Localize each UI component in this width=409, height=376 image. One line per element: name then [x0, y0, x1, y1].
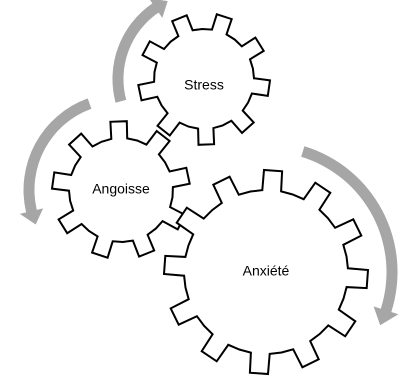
cycle-arrow-left: [19, 98, 92, 225]
cycle-arrow-right: [301, 146, 399, 326]
gear-label-stress: Stress: [184, 77, 224, 93]
cycle-arrow-top: [112, 0, 168, 103]
gear-label-anxiete: Anxiété: [243, 263, 290, 279]
gear-label-angoisse: Angoisse: [92, 181, 150, 197]
gear-stress: [137, 13, 272, 146]
gear-anxiete: [162, 168, 370, 376]
